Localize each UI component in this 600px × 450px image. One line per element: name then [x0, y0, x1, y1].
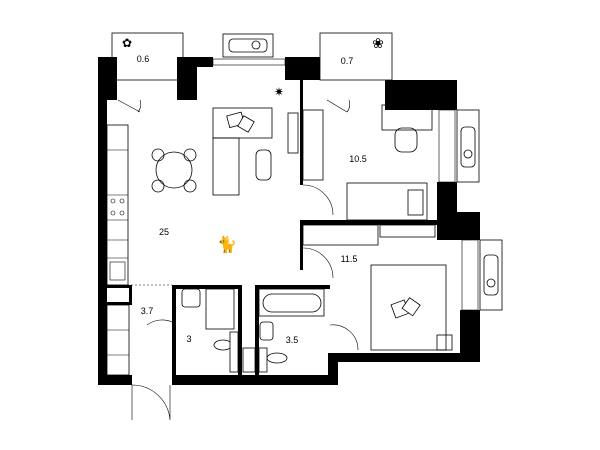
area-label-bedroom-master: 11.5	[341, 254, 358, 264]
bedroom-small-furniture	[302, 104, 433, 221]
area-label-bathroom-2: 3.5	[286, 335, 299, 345]
windows	[212, 58, 479, 311]
plant-icon: ✷	[274, 85, 284, 99]
ac-unit-right-1	[456, 109, 480, 183]
cat-icon: 🐈	[217, 235, 237, 254]
bathroom-fixtures	[181, 288, 325, 373]
sofa	[212, 107, 299, 196]
plant-icon: ✿	[122, 36, 132, 50]
area-label-balcony-right: 0.7	[341, 56, 354, 66]
walls	[98, 57, 480, 385]
kitchen-counter	[106, 124, 129, 286]
area-label-bedroom-small: 10.5	[349, 154, 367, 164]
ac-unit-right-2	[479, 239, 503, 311]
area-label-bathroom-1: 3	[186, 334, 191, 344]
balcony-right	[319, 32, 393, 81]
area-label-balcony-left: 0.6	[137, 54, 150, 64]
plant-icon: ❀	[372, 35, 384, 51]
balcony-left	[111, 32, 184, 81]
hallway-closet	[106, 304, 130, 376]
bedroom-master-furniture	[302, 224, 453, 351]
dining-table	[151, 148, 197, 193]
ac-unit-top	[222, 33, 274, 58]
area-label-living-kitchen: 25	[159, 227, 169, 237]
doors	[107, 99, 359, 421]
area-label-hallway: 3.7	[141, 306, 154, 316]
